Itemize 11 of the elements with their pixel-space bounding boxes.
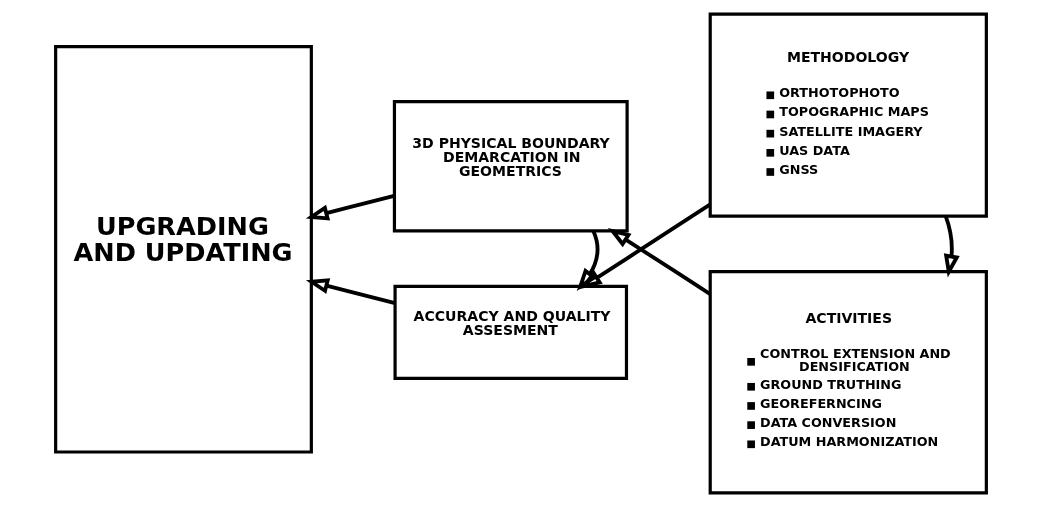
arrow	[943, 215, 960, 277]
node-box: 3D PHYSICAL BOUNDARY DEMARCATION IN GEOMETRICS	[392, 99, 629, 232]
arrow	[305, 193, 395, 220]
arrow	[305, 277, 396, 305]
arrow	[607, 227, 711, 295]
arrow	[579, 202, 711, 289]
arrow	[576, 229, 600, 291]
node-box: UPGRADING AND UPDATING	[54, 44, 313, 454]
node-box: ACCURACY AND QUALITY ASSESMENT	[393, 284, 629, 380]
node-box: ACTIVITIES CONTROL EXTENSION AND DENSIFICATION GROUND TRUTHING GEOREFERNCING DATA CONVERSION DATUM HARMONIZATION	[708, 269, 988, 494]
node-box: METHODOLOGY ORTHOTOPHOTO TOPOGRAPHIC MAPS SATELLITE IMAGERY UAS DATA GNSS	[708, 12, 988, 218]
